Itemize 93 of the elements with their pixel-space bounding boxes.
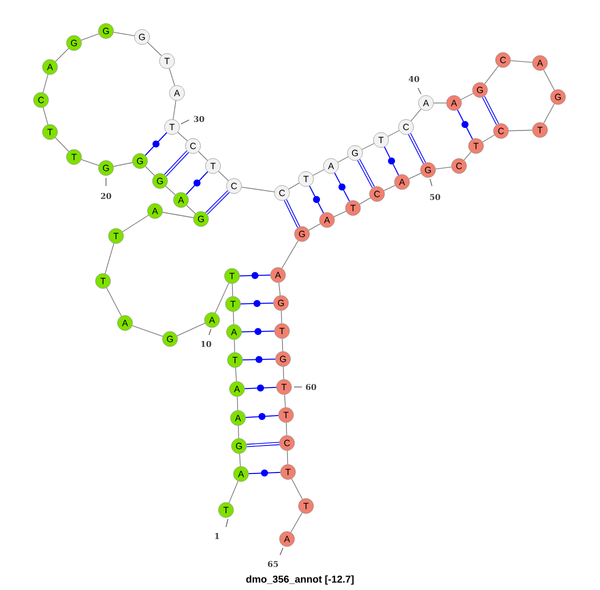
- base-pair-line: [244, 384, 277, 392]
- backbone-line: [145, 166, 155, 176]
- backbone-line: [113, 162, 133, 167]
- backbone-line: [387, 130, 400, 137]
- backbone-line: [104, 243, 114, 274]
- backbone-line: [218, 170, 229, 182]
- backbone-line: [510, 60, 533, 63]
- base-pair-line: [186, 171, 208, 195]
- base-pair-line: [408, 133, 426, 164]
- backbone-line: [508, 130, 533, 132]
- backbone-line: [80, 33, 100, 41]
- backbone-line: [168, 68, 176, 86]
- backbone-line: [282, 366, 284, 380]
- base-pair-line: [246, 442, 280, 448]
- backbone-line: [278, 282, 281, 296]
- base-pair-line: [334, 172, 350, 202]
- backbone-line: [288, 182, 300, 190]
- base-pair-line: [457, 109, 473, 140]
- base-pair-line: [239, 272, 271, 279]
- backbone-line: [280, 310, 282, 324]
- backbone-line: [172, 100, 176, 120]
- backbone-line: [308, 223, 321, 231]
- backbone-line: [290, 512, 303, 533]
- backbone-line: [198, 151, 208, 161]
- backbone-line: [286, 450, 288, 465]
- backbone-line: [42, 74, 48, 93]
- base-pair-line: [245, 413, 279, 420]
- backbone-line: [312, 169, 325, 176]
- backbone-line: [234, 339, 236, 353]
- backbone-line: [235, 367, 237, 382]
- backbone-line: [359, 197, 371, 205]
- backbone-line: [282, 240, 299, 269]
- backbone-line: [80, 159, 100, 166]
- backbone-line: [238, 425, 240, 439]
- backbone-line: [284, 394, 286, 408]
- base-pair-line: [241, 328, 275, 335]
- base-pair-line: [284, 199, 300, 228]
- position-number: 1: [215, 533, 219, 539]
- base-pair-line: [482, 96, 499, 125]
- base-pair-line: [164, 150, 189, 176]
- backbone-line: [408, 172, 422, 180]
- position-number: 50: [430, 194, 440, 200]
- backbone-line: [435, 166, 452, 170]
- backbone-line: [214, 282, 230, 314]
- backbone-line: [384, 184, 396, 192]
- backbone-line: [176, 322, 206, 336]
- backbone-line: [482, 134, 495, 142]
- backbone-line: [334, 210, 346, 218]
- backbone-line: [236, 396, 238, 411]
- base-pair-line: [240, 300, 274, 307]
- caption: dmo_356_annot [-12.7]: [246, 575, 354, 585]
- backbone-line: [286, 422, 288, 436]
- position-number: 10: [201, 340, 212, 348]
- base-pair-line: [309, 185, 324, 214]
- backbone-line: [54, 137, 70, 152]
- base-pair-line: [144, 132, 168, 156]
- backbone-line: [106, 287, 122, 317]
- backbone-line: [362, 143, 375, 150]
- backbone-line: [113, 32, 135, 36]
- base-pair-line: [384, 146, 400, 176]
- backbone-line: [543, 103, 555, 124]
- backbone-line: [460, 93, 474, 100]
- backbone-line: [433, 102, 447, 104]
- position-number: 60: [306, 384, 316, 390]
- backbone-line: [147, 42, 162, 56]
- base-pair-line: [242, 356, 276, 363]
- backbone-line: [239, 453, 241, 467]
- backbone-line: [162, 212, 194, 218]
- position-number: 65: [268, 560, 278, 568]
- backbone-line: [232, 283, 234, 297]
- backbone-line: [543, 69, 555, 91]
- backbone-line: [241, 186, 275, 192]
- position-number: 40: [408, 76, 420, 82]
- backbone-line: [464, 151, 472, 161]
- backbone-line: [291, 478, 303, 500]
- backbone-line: [484, 66, 499, 84]
- base-pair-line: [357, 159, 375, 188]
- backbone-line: [228, 480, 238, 504]
- position-number: 30: [194, 116, 204, 122]
- backbone-line: [132, 325, 164, 337]
- backbone-line: [337, 156, 349, 163]
- position-number: 20: [100, 192, 112, 200]
- base-pair-line: [205, 190, 230, 215]
- backbone-line: [122, 214, 149, 232]
- backbone-line: [282, 338, 284, 352]
- backbone-line: [42, 107, 48, 125]
- backbone-line: [410, 108, 422, 122]
- backbone-line: [165, 186, 176, 196]
- base-pair-line: [248, 470, 281, 476]
- backbone-line: [177, 132, 188, 142]
- backbone-line: [232, 311, 234, 325]
- backbone-line: [55, 48, 69, 62]
- backbone-line: [186, 204, 196, 214]
